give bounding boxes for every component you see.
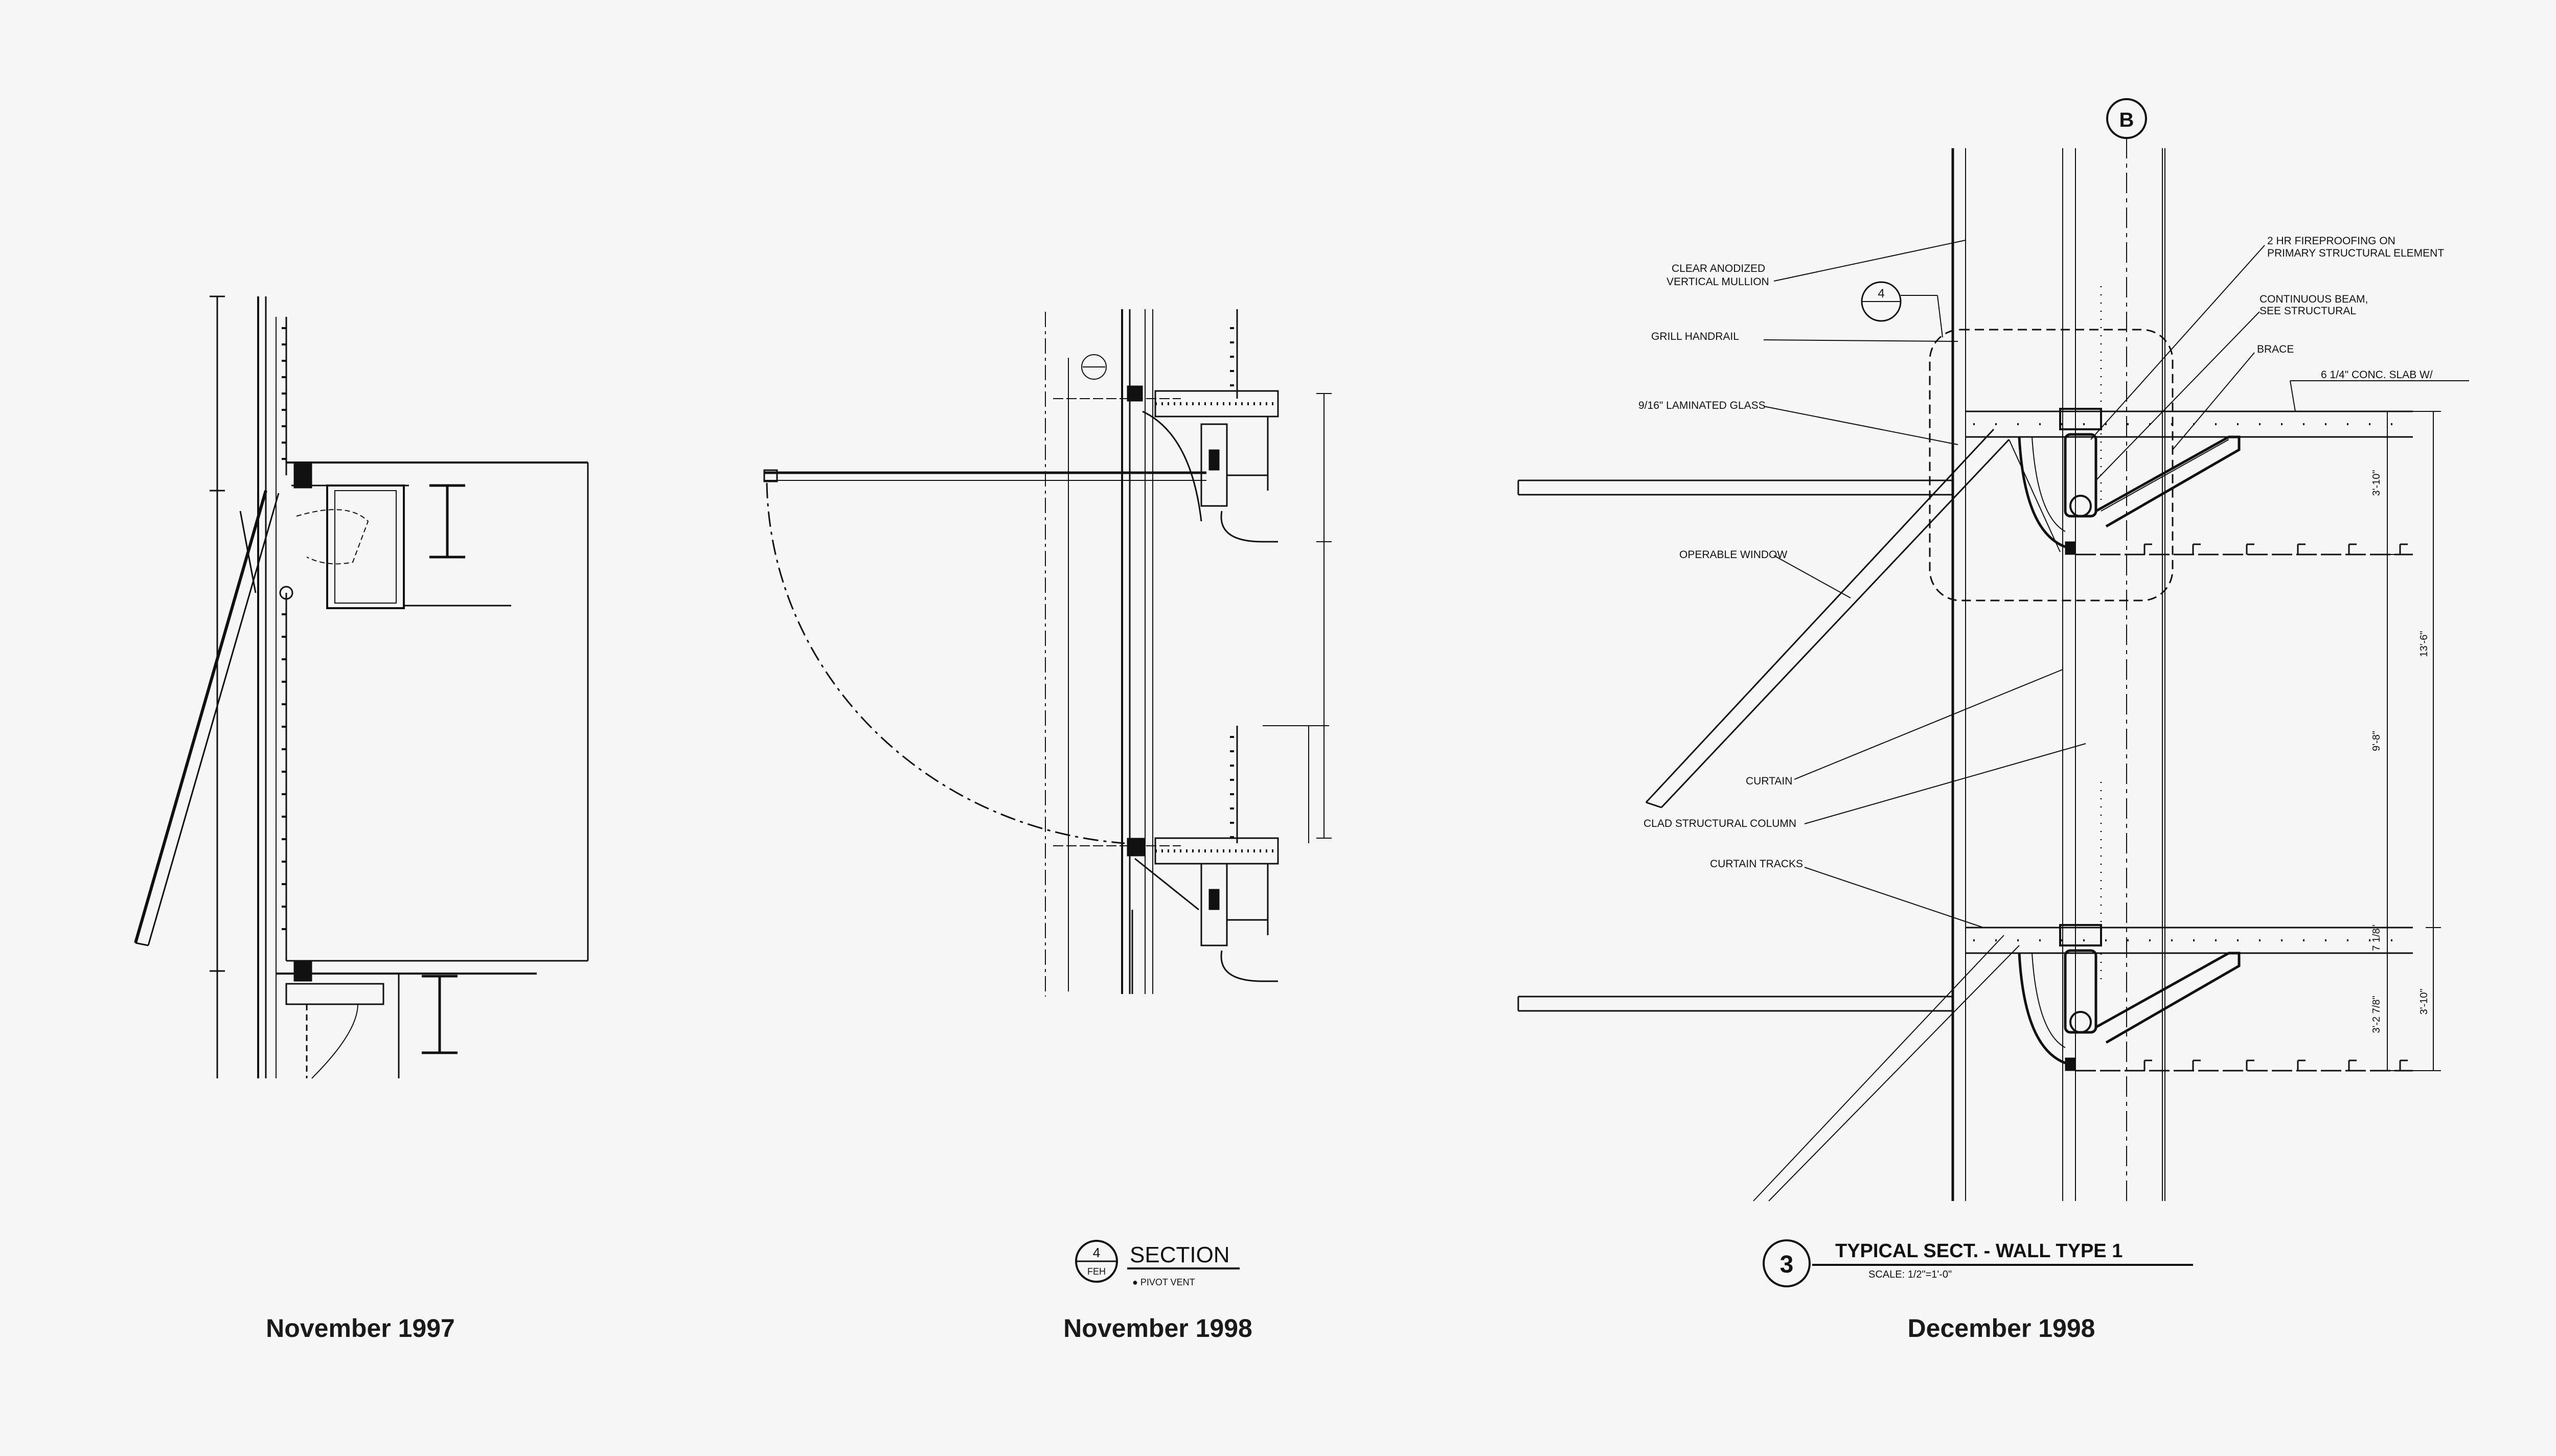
label-grill-handrail: GRILL HANDRAIL: [1651, 331, 1739, 342]
label-fireproofing-1: 2 HR FIREPROOFING ON: [2267, 235, 2395, 247]
label-continuous-beam: CONTINUOUS BEAM,: [2260, 293, 2368, 305]
dim-13-6: 13'-6": [2418, 631, 2430, 657]
label-curtain-tracks: CURTAIN TRACKS: [1710, 858, 1803, 870]
right-scale: SCALE: 1/2"=1'-0": [1868, 1269, 1952, 1280]
caption-middle-date: November 1998: [1063, 1314, 1252, 1343]
label-laminated-glass: 9/16" LAMINATED GLASS: [1638, 400, 1766, 411]
middle-detail-number: 4: [1093, 1245, 1100, 1260]
middle-pivot-vent-section: [763, 309, 1332, 997]
label-conc-slab: 6 1/4" CONC. SLAB W/: [2321, 369, 2433, 381]
caption-right-date: December 1998: [1907, 1314, 2095, 1343]
middle-section-title: SECTION: [1130, 1242, 1230, 1267]
right-detail-number: 3: [1780, 1251, 1794, 1278]
label-fireproofing-2: PRIMARY STRUCTURAL ELEMENT: [2267, 247, 2444, 259]
caption-left-date: November 1997: [266, 1314, 455, 1343]
dim-7-1-8: 7 1/8": [2371, 925, 2382, 951]
middle-section-subtitle: ● PIVOT VENT: [1132, 1277, 1195, 1287]
middle-title-block: 4 FEH SECTION ● PIVOT VENT: [1075, 1240, 1240, 1287]
right-wall-type-section: [1517, 98, 2469, 1201]
label-clad-column: CLAD STRUCTURAL COLUMN: [1644, 818, 1796, 829]
dim-3-10-bottom: 3'-10": [2418, 989, 2430, 1015]
left-wall-section: [134, 295, 589, 1079]
label-brace: BRACE: [2257, 343, 2294, 355]
right-labels: CLEAR ANODIZED VERTICAL MULLION GRILL HA…: [1638, 235, 2444, 870]
label-see-structural: SEE STRUCTURAL: [2260, 305, 2356, 317]
dim-3-2-7-8: 3'-2 7/8": [2371, 996, 2382, 1033]
right-section-title: TYPICAL SECT. - WALL TYPE 1: [1835, 1240, 2123, 1262]
label-curtain: CURTAIN: [1746, 775, 1792, 787]
dim-9-8: 9'-8": [2371, 731, 2382, 751]
middle-sheet-ref: FEH: [1087, 1266, 1106, 1277]
dim-3-10-top: 3'-10": [2371, 470, 2382, 496]
right-dimensions: 3'-10" 9'-8" 13'-6" 7 1/8" 3'-2 7/8" 3'-…: [2371, 470, 2430, 1033]
label-clear-anodized: CLEAR ANODIZED: [1672, 263, 1765, 274]
label-operable-window: OPERABLE WINDOW: [1679, 549, 1787, 561]
grid-bubble-b: B: [2119, 109, 2134, 131]
label-vertical-mullion: VERTICAL MULLION: [1667, 276, 1769, 288]
right-title-block: 3 TYPICAL SECT. - WALL TYPE 1 SCALE: 1/2…: [1763, 1239, 2193, 1287]
detail-bubble-4: 4: [1878, 287, 1884, 301]
